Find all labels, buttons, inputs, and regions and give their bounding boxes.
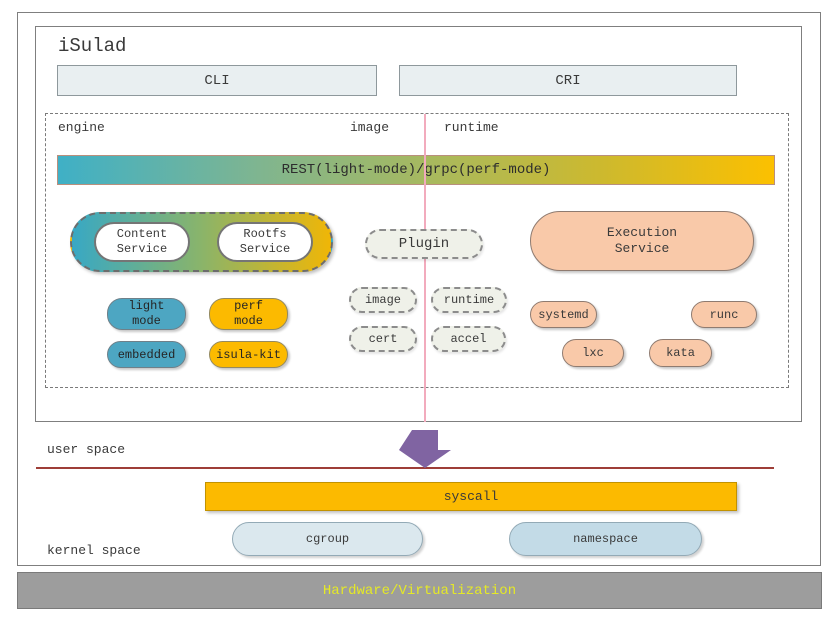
execution-service-pill: Execution Service bbox=[530, 211, 754, 271]
user-kernel-divider-line bbox=[36, 467, 774, 469]
light-mode-pill: light mode bbox=[107, 298, 186, 330]
image-column-label: image bbox=[350, 120, 390, 135]
syscall-bar: syscall bbox=[205, 482, 737, 511]
engine-column-label: engine bbox=[58, 120, 105, 135]
content-service-pill: Content Service bbox=[94, 222, 190, 262]
systemd-pill: systemd bbox=[530, 301, 597, 328]
user-space-label: user space bbox=[47, 442, 126, 457]
daemon-dashed-region bbox=[45, 113, 789, 388]
rest-grpc-bar: REST(light-mode)/grpc(perf-mode) bbox=[57, 155, 775, 185]
image-plugin-pill: image bbox=[349, 287, 417, 313]
kernel-space-label: kernel space bbox=[47, 543, 141, 558]
accel-plugin-pill: accel bbox=[431, 326, 506, 352]
runtime-column-label: runtime bbox=[444, 120, 499, 135]
cli-box: CLI bbox=[57, 65, 377, 96]
outer-frame bbox=[17, 12, 821, 566]
runtime-plugin-pill: runtime bbox=[431, 287, 507, 313]
cgroup-pill: cgroup bbox=[232, 522, 423, 556]
cert-plugin-pill: cert bbox=[349, 326, 417, 352]
column-divider-line bbox=[424, 114, 426, 422]
hardware-bar: Hardware/Virtualization bbox=[17, 572, 822, 609]
perf-mode-pill: perf mode bbox=[209, 298, 288, 330]
plugin-pill: Plugin bbox=[365, 229, 483, 259]
runc-pill: runc bbox=[691, 301, 757, 328]
diagram-title: iSulad bbox=[58, 35, 127, 57]
isula-kit-pill: isula-kit bbox=[209, 341, 288, 368]
down-arrow-icon bbox=[399, 430, 451, 468]
namespace-pill: namespace bbox=[509, 522, 702, 556]
embedded-pill: embedded bbox=[107, 341, 186, 368]
kata-pill: kata bbox=[649, 339, 712, 367]
rootfs-service-pill: Rootfs Service bbox=[217, 222, 313, 262]
cri-box: CRI bbox=[399, 65, 737, 96]
lxc-pill: lxc bbox=[562, 339, 624, 367]
